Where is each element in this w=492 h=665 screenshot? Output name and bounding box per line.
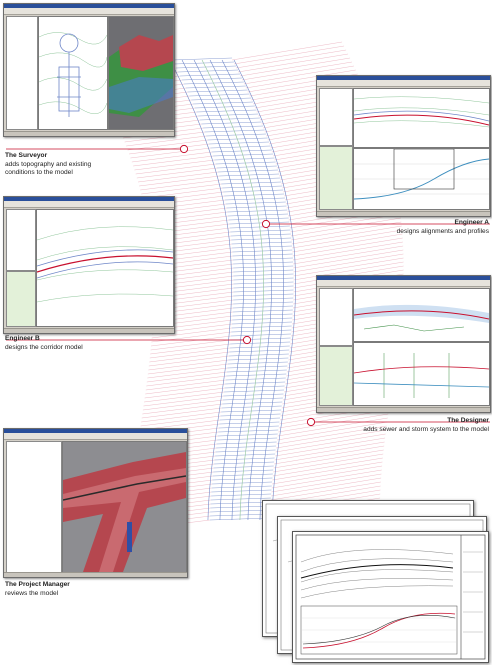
engineer-a-plan-view <box>354 96 489 128</box>
designer-plan-view <box>354 304 489 332</box>
callout-engineer-a: Engineer A designs alignments and profil… <box>300 219 489 236</box>
callout-surveyor: The Surveyor adds topography and existin… <box>5 152 175 178</box>
surveyor-terrain-3d <box>109 35 173 117</box>
plan-and-profile-sheet <box>295 534 486 660</box>
surveyor-desc-line-2: conditions to the model <box>5 169 73 177</box>
project-manager-desc: reviews the model <box>5 589 59 597</box>
engineer-b-desc: designs the corridor model <box>5 343 83 351</box>
engineer-a-role: Engineer A <box>454 219 489 226</box>
plan-sheet-front <box>292 531 489 663</box>
surveyor-screenshot <box>3 3 175 137</box>
callout-marker-icon <box>179 144 189 154</box>
designer-role: The Designer <box>447 417 489 424</box>
engineer-a-desc: designs alignments and profiles <box>396 227 489 235</box>
surveyor-desc-line-1: adds topography and existing <box>5 160 92 168</box>
project-manager-role: The Project Manager <box>5 581 70 588</box>
engineer-b-screenshot <box>3 196 175 334</box>
project-manager-3d-model <box>63 452 186 572</box>
designer-screenshot <box>316 275 491 413</box>
designer-profile-view <box>354 353 489 398</box>
callout-marker-icon <box>242 335 252 345</box>
engineer-b-plan-view <box>37 226 173 303</box>
surveyor-role: The Surveyor <box>5 152 48 159</box>
surveyor-plan-view <box>39 32 107 117</box>
callout-project-manager: The Project Manager reviews the model <box>5 581 185 598</box>
project-manager-screenshot <box>3 428 188 578</box>
callout-marker-icon <box>306 417 316 427</box>
engineer-a-profile-view <box>354 149 489 200</box>
corridor-alignment-lines <box>169 59 296 521</box>
callout-engineer-b: Engineer B designs the corridor model <box>5 335 175 352</box>
engineer-a-screenshot <box>316 75 491 217</box>
designer-desc: adds sewer and storm system to the model <box>363 425 489 433</box>
callout-marker-icon <box>261 219 271 229</box>
callout-designer: The Designer adds sewer and storm system… <box>300 417 489 434</box>
engineer-b-role: Engineer B <box>5 335 40 342</box>
